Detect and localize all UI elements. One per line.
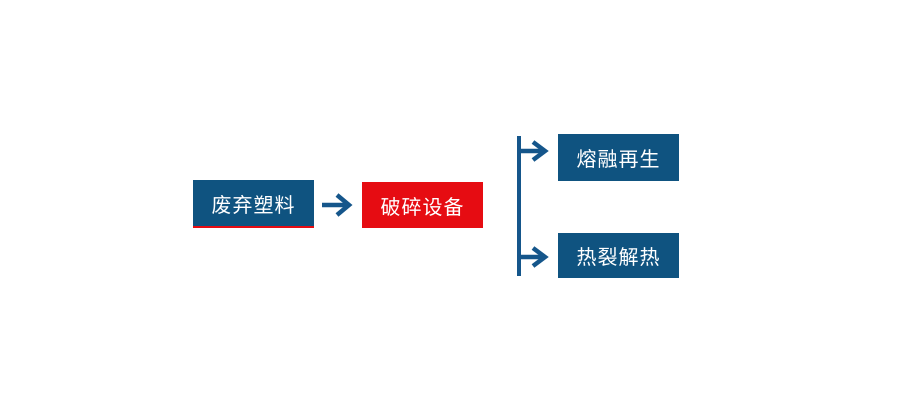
- branch-arrow-bottom-icon: [519, 246, 549, 268]
- node-crushing-equipment-label: 破碎设备: [380, 196, 465, 219]
- node-crushing-equipment: 破碎设备: [362, 182, 483, 228]
- node-waste-plastic-label: 废弃塑料: [211, 194, 296, 217]
- branch-arrow-top-icon: [519, 140, 549, 162]
- node-melt-regeneration: 熔融再生: [558, 134, 679, 181]
- node-thermal-cracking-label: 热裂解热: [576, 247, 661, 269]
- node-melt-regeneration-label: 熔融再生: [576, 149, 661, 171]
- arrow-right-icon: [322, 193, 353, 217]
- node-thermal-cracking: 热裂解热: [558, 233, 679, 278]
- branch-vertical-line: [517, 136, 521, 276]
- node-waste-plastic: 废弃塑料: [193, 180, 314, 228]
